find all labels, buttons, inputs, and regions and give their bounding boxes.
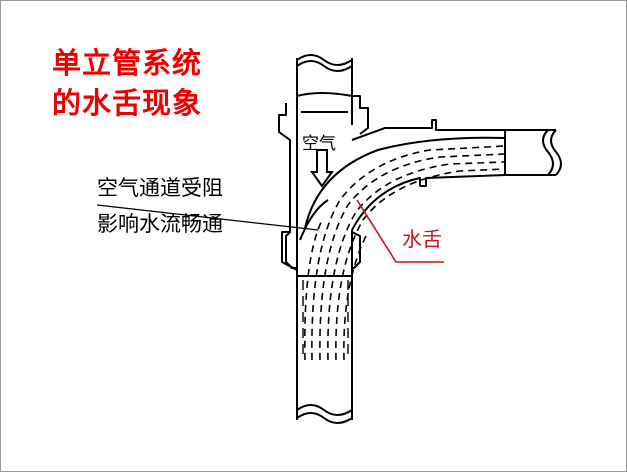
lower-fitting-left [285,231,297,269]
branch-break-line [542,129,554,176]
water-tongue-label: 水舌 [402,227,442,251]
branch-top-wall [351,119,505,141]
top-break-line [296,54,353,66]
down-arrow-icon [310,149,334,188]
water-tongue-leader [356,199,444,263]
fitting-inner [296,92,353,97]
water-tongue-inner [299,199,329,241]
air-label: 空气 [302,134,336,154]
water-stream-3 [327,161,506,361]
annotation-air-blocked: 空气通道受阻 [97,176,223,200]
lower-fitting-right [351,231,361,269]
water-stream-4 [335,168,506,361]
bottom-break-line [296,404,353,416]
upper-fitting-right [352,95,369,135]
top-break-line-2 [296,60,353,72]
water-stream-2 [319,153,506,361]
branch-break-line-2 [550,129,562,176]
annotation-flow-impeded: 影响水流畅通 [97,212,223,236]
title-line-2: 的水舌现象 [52,86,203,120]
upper-fitting-outline [278,103,298,271]
bottom-break-line-2 [296,412,353,424]
water-tongue-outer [304,136,506,229]
water-stream-6 [304,219,323,361]
title-line-1: 单立管系统 [52,46,203,80]
water-stream-5 [343,231,369,361]
annotation-leader-line [96,204,319,231]
branch-bottom-wall [351,174,506,231]
water-stream-1 [311,145,506,361]
